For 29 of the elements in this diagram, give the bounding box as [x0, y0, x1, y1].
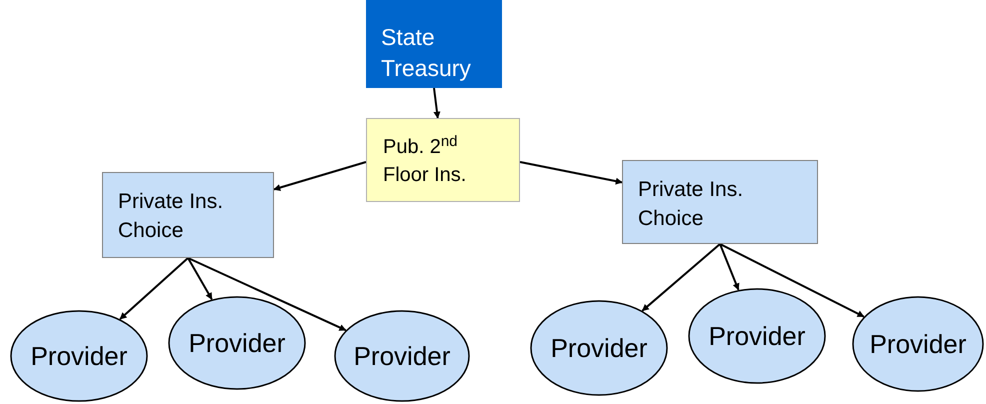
arrow	[433, 88, 440, 119]
ellipse-node	[530, 300, 668, 396]
node-label: Provider	[870, 328, 966, 360]
arrow	[520, 161, 623, 185]
node-label: Provider	[550, 332, 648, 364]
ellipse-node	[168, 296, 306, 390]
node-label: Private Ins. Choice	[118, 189, 224, 244]
arrow	[119, 257, 189, 320]
arrow	[273, 161, 366, 191]
process-box	[366, 118, 520, 202]
arrow	[719, 244, 740, 290]
node-label: Pub. 2$^{nd}$ Floor Ins.	[383, 133, 468, 188]
arrow	[720, 243, 864, 318]
process-box	[102, 172, 274, 258]
ellipse-node	[10, 310, 148, 402]
arrow	[188, 257, 346, 332]
process-box	[622, 160, 818, 244]
process-box	[366, 0, 502, 88]
arrow	[187, 258, 213, 300]
node-label: Provider	[708, 320, 806, 352]
node-label: Provider	[354, 340, 450, 372]
node-label: Private Ins. Choice	[638, 177, 744, 232]
arrow	[642, 243, 721, 312]
node-label: State Treasury	[381, 23, 472, 83]
ellipse-node	[852, 296, 984, 392]
node-label: Provider	[188, 326, 286, 360]
ellipse-node	[688, 288, 826, 384]
node-label: Provider	[30, 340, 128, 372]
ellipse-node	[334, 310, 470, 402]
